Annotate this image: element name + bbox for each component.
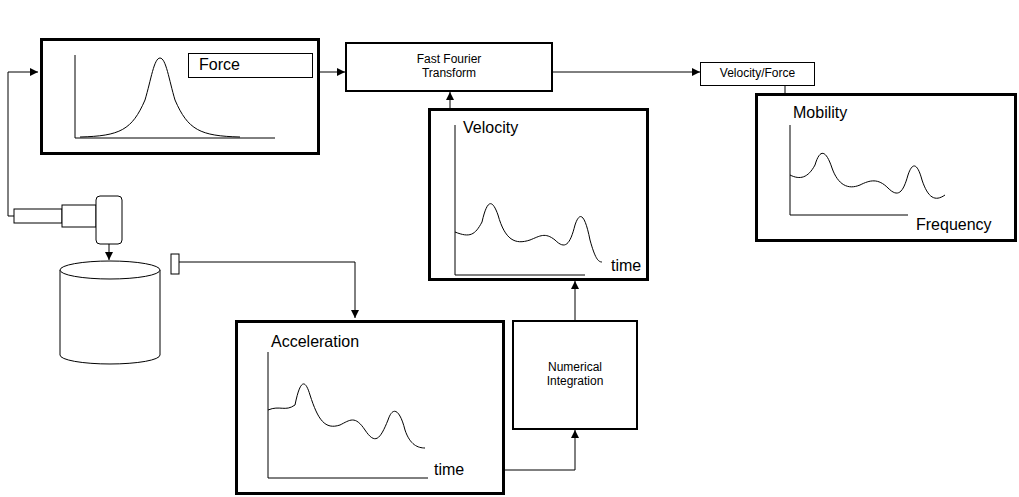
force-plot-box: Force xyxy=(40,38,320,155)
box-label: Fast Fourier Transform xyxy=(394,53,504,81)
hammer-head xyxy=(96,196,122,244)
mobility-curve xyxy=(790,153,945,198)
text-holder: Velocity/Force xyxy=(701,63,814,85)
plot-title: Force xyxy=(188,53,313,78)
hammer-handle xyxy=(14,209,62,223)
plot-axes xyxy=(268,352,428,478)
test-cylinder xyxy=(60,270,160,364)
mobility-plot-box: MobilityFrequency xyxy=(755,93,1017,242)
plot-title: Acceleration xyxy=(271,333,359,351)
accelerometer-signal-line xyxy=(179,262,355,318)
box-label: Velocity/Force xyxy=(720,67,795,81)
flow-arrow xyxy=(320,72,345,73)
process-box: Numerical Integration xyxy=(512,320,638,430)
box-label: Numerical Integration xyxy=(530,361,620,389)
text-holder: Fast Fourier Transform xyxy=(347,44,551,90)
axis-label: time xyxy=(434,461,464,479)
text-holder: Numerical Integration xyxy=(514,322,636,428)
flow-arrow xyxy=(553,72,700,73)
hammer-neck xyxy=(62,205,96,227)
result-box: Velocity/Force xyxy=(700,62,815,86)
velocity-curve xyxy=(455,204,602,262)
plot-title: Velocity xyxy=(463,119,518,137)
velocity-plot-box: Velocity time xyxy=(428,108,649,281)
axis-label: time xyxy=(611,257,641,275)
hammer-signal-line xyxy=(8,72,38,216)
flow-arrow xyxy=(575,281,576,320)
accelerometer xyxy=(171,254,179,274)
flow-arrow xyxy=(450,92,451,108)
acceleration-curve xyxy=(268,384,425,448)
acceleration-plot-box: Acceleration time xyxy=(235,320,505,495)
cylinder-top xyxy=(60,261,160,279)
process-box: Fast Fourier Transform xyxy=(345,42,553,92)
flow-arrow xyxy=(505,430,575,470)
plot-title: Mobility xyxy=(793,104,847,122)
impact-arrow xyxy=(109,244,110,260)
plot-axes xyxy=(455,125,585,275)
plot-axes xyxy=(790,125,908,215)
axis-label: Frequency xyxy=(916,216,992,234)
flow-arrow xyxy=(785,86,786,93)
